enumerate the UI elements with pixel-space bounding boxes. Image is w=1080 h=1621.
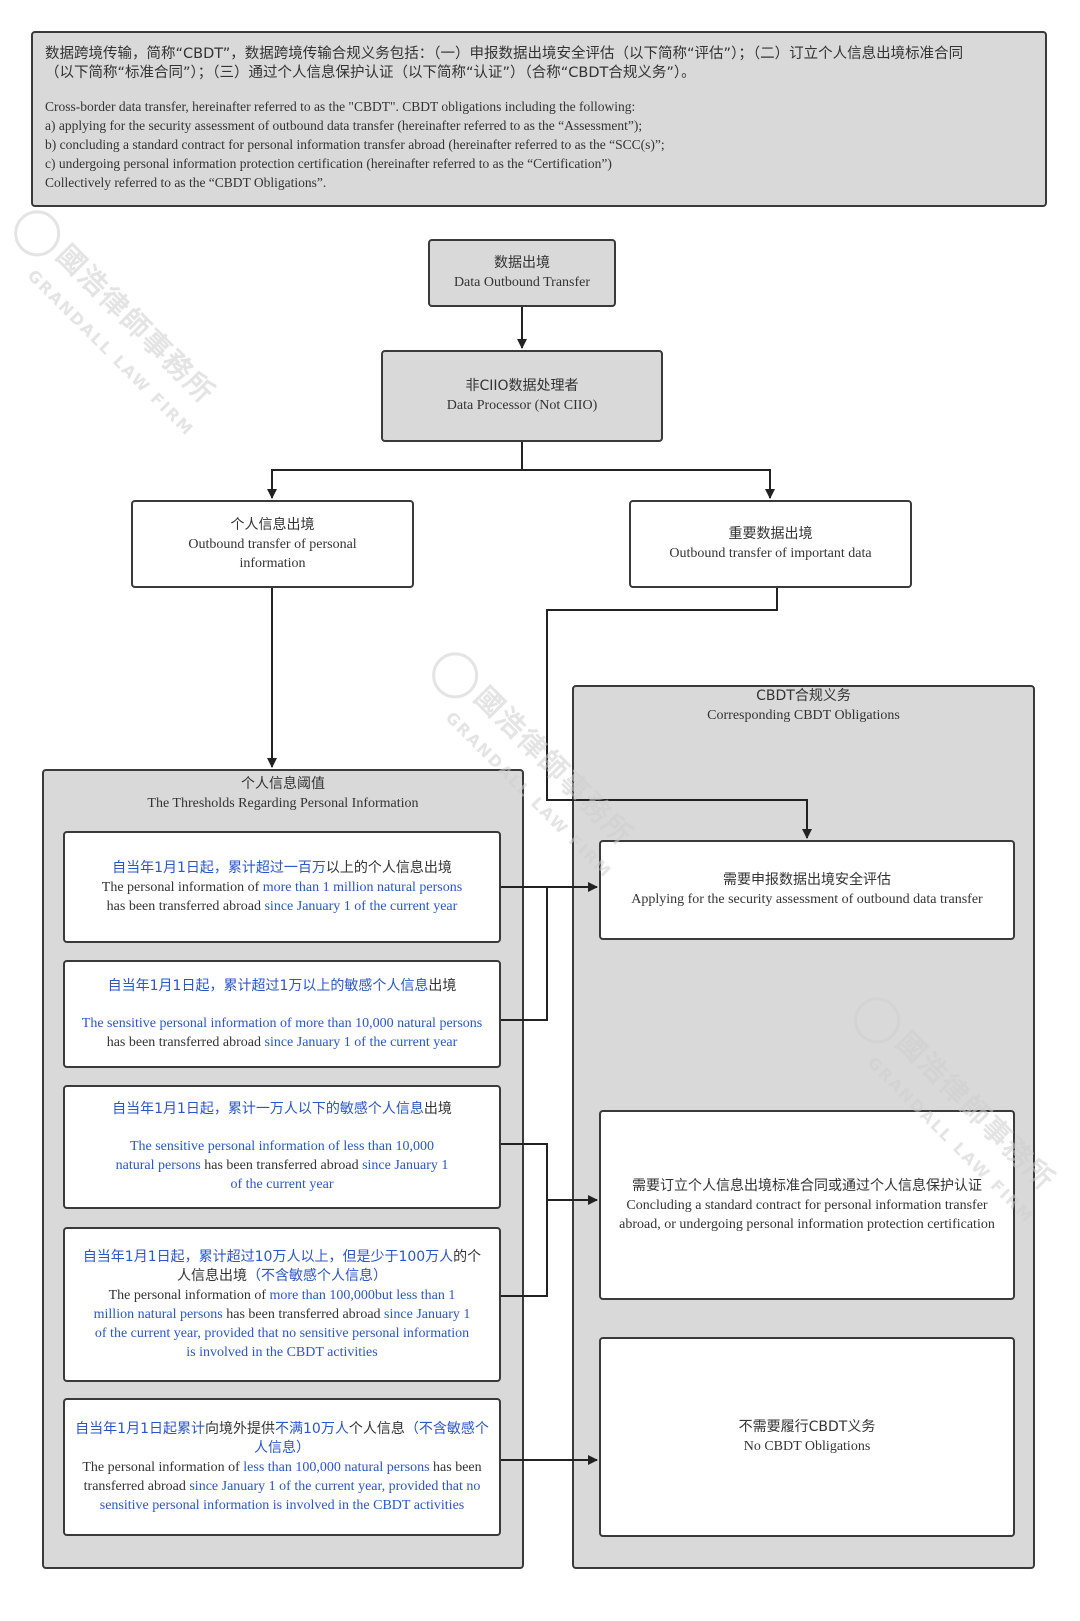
obligation-none: 不需要履行CBDT义务 No CBDT Obligations — [599, 1337, 1015, 1537]
obligation-assessment: 需要申报数据出境安全评估 Applying for the security a… — [599, 840, 1015, 940]
edge-threshold4-to-scc — [501, 1200, 548, 1297]
edge-processor-to-important — [522, 469, 775, 499]
intro-en-line: a) applying for the security assessment … — [45, 118, 643, 133]
threshold-3-zh: 自当年1月1日起，累计一万人以下的敏感个人信息出境 — [112, 1101, 452, 1117]
node-personal-info-outbound: 个人信息出境 Outbound transfer of personal inf… — [131, 500, 414, 588]
obligation-zh: 不需要履行CBDT义务 — [738, 1419, 876, 1435]
node-en: Data Outbound Transfer — [453, 275, 591, 290]
edge-threshold2-to-assessment — [501, 887, 548, 1021]
threshold-1-en: The personal information of more than 1 … — [101, 879, 463, 914]
edge-important-to-assessment — [546, 588, 812, 839]
intro-note: 数据跨境传输，简称“CBDT”，数据跨境传输合规义务包括：（一）申报数据出境安全… — [31, 31, 1047, 207]
threshold-2-zh: 自当年1月1日起，累计超过1万以上的敏感个人信息出境 — [107, 977, 457, 994]
intro-en-line: Cross-border data transfer, hereinafter … — [45, 99, 636, 114]
node-important-data-outbound: 重要数据出境 Outbound transfer of important da… — [629, 500, 912, 588]
threshold-box-5: 自当年1月1日起累计向境外提供不满10万人个人信息（不含敏感个人信息） The … — [63, 1398, 501, 1536]
node-en: Outbound transfer of important data — [669, 546, 872, 561]
thresholds-group-title-zh: 个人信息阈值 — [241, 776, 325, 792]
threshold-3-en: The sensitive personal information of le… — [115, 1139, 449, 1192]
intro-zh-line1: 数据跨境传输，简称“CBDT”，数据跨境传输合规义务包括：（一）申报数据出境安全… — [45, 46, 964, 62]
threshold-1-zh: 自当年1月1日起，累计超过一百万以上的个人信息出境 — [112, 859, 452, 876]
node-zh: 重要数据出境 — [728, 526, 813, 542]
edge-threshold3-to-scc — [501, 1143, 598, 1205]
obligation-scc-or-certification: 需要订立个人信息出境标准合同或通过个人信息保护认证 Concluding a s… — [599, 1110, 1015, 1300]
threshold-box-1: 自当年1月1日起，累计超过一百万以上的个人信息出境 The personal i… — [63, 831, 501, 943]
threshold-5-en: The personal information of less than 10… — [82, 1459, 482, 1513]
threshold-4-zh: 自当年1月1日起，累计超过10万人以上，但是少于100万人的个人信息出境（不含敏… — [82, 1248, 482, 1284]
intro-en-line: b) concluding a standard contract for pe… — [45, 137, 665, 152]
obligation-en: No CBDT Obligations — [743, 1439, 871, 1454]
intro-en-line: Collectively referred to as the “CBDT Ob… — [45, 175, 327, 190]
threshold-box-4: 自当年1月1日起，累计超过10万人以上，但是少于100万人的个人信息出境（不含敏… — [63, 1227, 501, 1382]
obligation-zh: 需要申报数据出境安全评估 — [723, 872, 891, 888]
thresholds-group-title-en: The Thresholds Regarding Personal Inform… — [147, 796, 419, 811]
obligation-en: Concluding a standard contract for perso… — [619, 1197, 995, 1232]
node-zh: 非CIIO数据处理者 — [465, 378, 579, 394]
threshold-4-en: The personal information of more than 10… — [93, 1287, 471, 1360]
node-en: Data Processor (Not CIIO) — [446, 398, 598, 413]
intro-zh-line2: （以下简称“标准合同”）；（三）通过个人信息保护认证（以下简称“认证”）（合称“… — [45, 65, 696, 81]
threshold-2-en: The sensitive personal information of mo… — [81, 1015, 483, 1050]
threshold-box-2: 自当年1月1日起，累计超过1万以上的敏感个人信息出境 The sensitive… — [63, 960, 501, 1068]
node-data-processor: 非CIIO数据处理者 Data Processor (Not CIIO) — [381, 350, 663, 442]
node-data-outbound: 数据出境 Data Outbound Transfer — [428, 239, 616, 307]
node-zh: 数据出境 — [494, 255, 550, 271]
threshold-box-3: 自当年1月1日起，累计一万人以下的敏感个人信息出境 The sensitive … — [63, 1085, 501, 1209]
obligations-group-title-zh: CBDT合规义务 — [756, 688, 851, 704]
edge-processor-to-personal — [267, 442, 523, 499]
obligation-zh: 需要订立个人信息出境标准合同或通过个人信息保护认证 — [632, 1177, 982, 1194]
threshold-5-zh: 自当年1月1日起累计向境外提供不满10万人个人信息（不含敏感个人信息） — [75, 1420, 489, 1456]
node-zh: 个人信息出境 — [230, 516, 315, 533]
obligations-group-title-en: Corresponding CBDT Obligations — [707, 708, 900, 723]
intro-en-line: c) undergoing personal information prote… — [45, 156, 612, 171]
node-en: Outbound transfer of personal informatio… — [188, 536, 357, 571]
obligation-en: Applying for the security assessment of … — [631, 892, 983, 907]
